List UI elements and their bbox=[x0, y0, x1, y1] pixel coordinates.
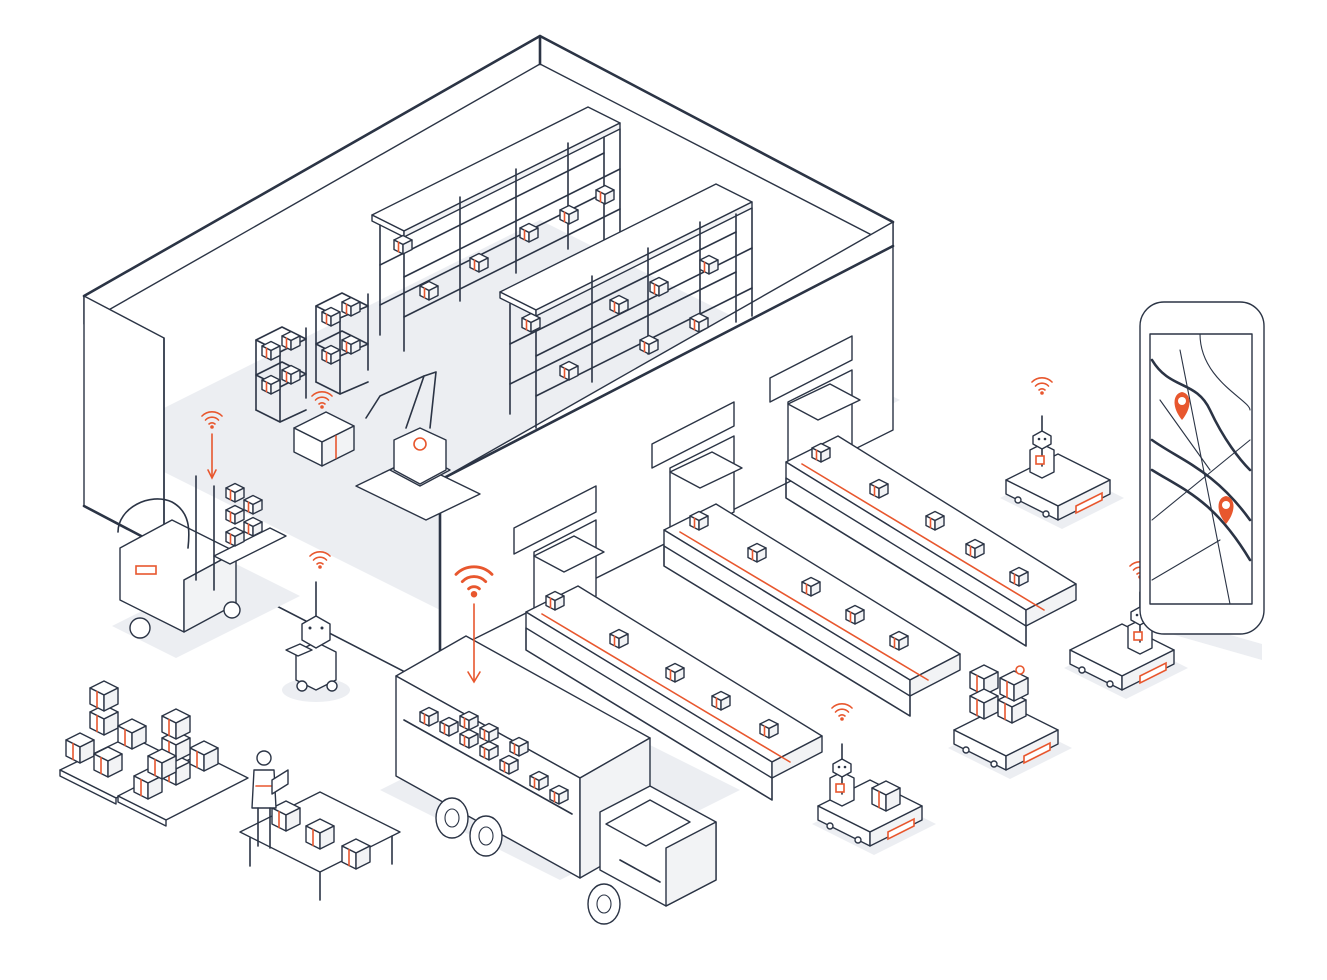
pallet-stacks bbox=[59, 680, 249, 827]
loading-docks bbox=[513, 335, 1077, 801]
delivery-truck bbox=[380, 565, 740, 925]
arrow-down-icon bbox=[467, 671, 481, 684]
forklift bbox=[112, 410, 300, 658]
smartphone-map bbox=[1139, 301, 1265, 660]
packing-station bbox=[239, 750, 401, 901]
storage-racks bbox=[255, 106, 753, 429]
agv-fleet bbox=[811, 376, 1189, 856]
robotic-arm bbox=[293, 371, 481, 521]
service-robot bbox=[282, 550, 350, 702]
